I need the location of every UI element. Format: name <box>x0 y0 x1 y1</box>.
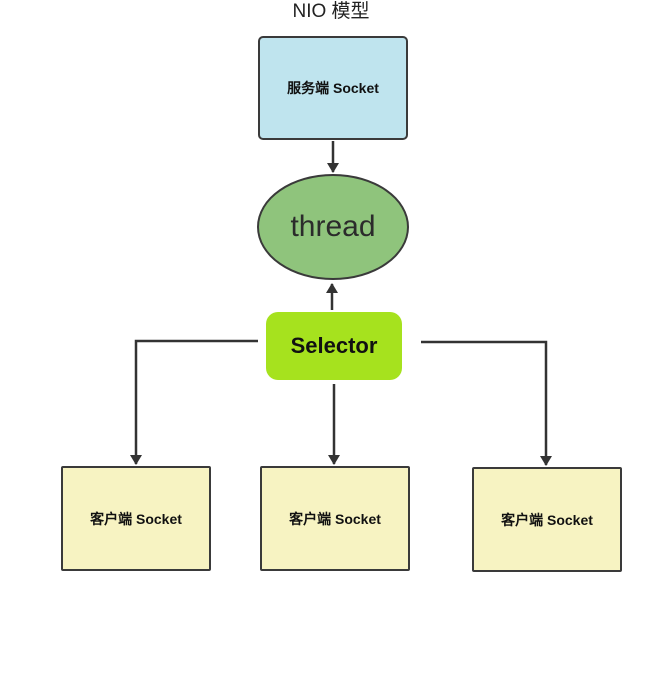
diagram-title: NIO 模型 <box>292 1 370 22</box>
thread-label: thread <box>290 210 376 243</box>
server-socket-node: 服务端 Socket <box>258 36 408 140</box>
client-socket-label-3: 客户端 Socket <box>501 511 593 528</box>
client-socket-node-1: 客户端 Socket <box>61 466 211 571</box>
client-socket-node-2: 客户端 Socket <box>260 466 410 571</box>
client-socket-node-3: 客户端 Socket <box>472 467 622 572</box>
thread-node: thread <box>257 174 409 280</box>
selector-node: Selector <box>266 312 402 380</box>
arrow-selector-to-client-1 <box>130 339 258 465</box>
arrow-selector-to-client-3 <box>421 340 552 466</box>
client-socket-label-2: 客户端 Socket <box>289 510 381 527</box>
client-socket-label-1: 客户端 Socket <box>90 510 182 527</box>
server-socket-label: 服务端 Socket <box>287 80 379 96</box>
selector-label: Selector <box>290 333 378 358</box>
